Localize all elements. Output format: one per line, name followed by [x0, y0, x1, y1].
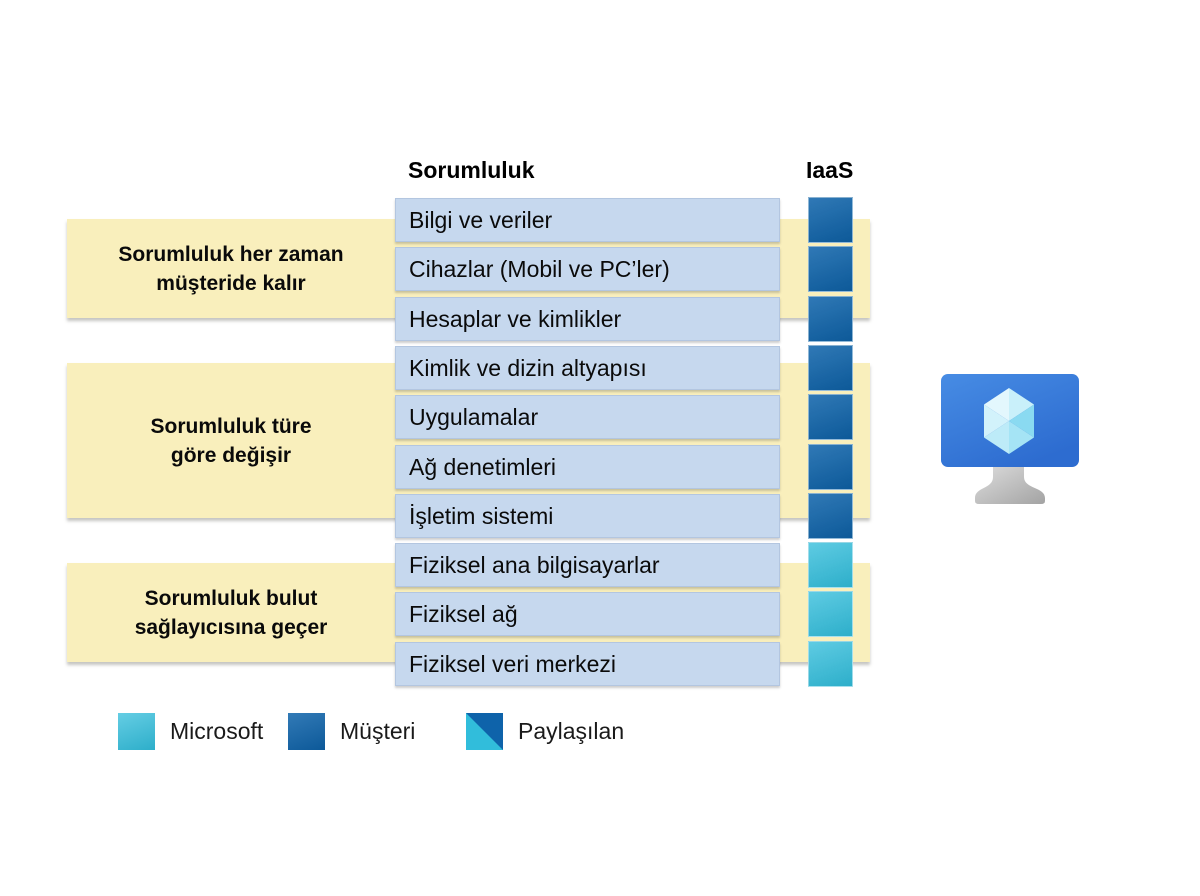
legend-label: Paylaşılan	[518, 717, 625, 744]
legend-item-customer: Müşteri	[288, 712, 415, 750]
cube-icon	[984, 388, 1034, 454]
responsibility-row-label: Fiziksel veri merkezi	[409, 650, 617, 677]
responsibility-row-label: Cihazlar (Mobil ve PC’ler)	[409, 255, 670, 282]
legend-label: Microsoft	[170, 717, 264, 744]
responsibility-row-label: Fiziksel ana bilgisayarlar	[409, 551, 660, 578]
responsibility-row: İşletim sistemi	[395, 494, 780, 538]
customer-swatch-icon	[288, 712, 325, 750]
responsibility-row-label: Hesaplar ve kimlikler	[409, 305, 622, 332]
responsibility-group-label: Sorumluluk bulut sağlayıcısına geçer	[134, 586, 328, 639]
virtual-machine-icon	[941, 374, 1079, 504]
monitor-stand-shape	[975, 465, 1045, 504]
responsibility-group-label: Sorumluluk türe göre değişir	[150, 414, 312, 467]
legend-item-microsoft: Microsoft	[118, 712, 263, 750]
responsibility-row-label: Ağ denetimleri	[409, 453, 557, 480]
responsibility-group-label: Sorumluluk her zaman müşteride kalır	[118, 242, 344, 295]
iaas-cell-customer	[808, 444, 853, 490]
responsibility-row-label: Kimlik ve dizin altyapısı	[409, 354, 647, 381]
responsibility-row-label: İşletim sistemi	[409, 502, 554, 529]
iaas-cell-customer	[808, 197, 853, 243]
responsibility-row-label: Uygulamalar	[409, 403, 539, 430]
iaas-cell-microsoft	[808, 542, 853, 588]
responsibility-row: Cihazlar (Mobil ve PC’ler)	[395, 247, 780, 291]
iaas-cell-microsoft	[808, 591, 853, 637]
responsibility-row: Ağ denetimleri	[395, 445, 780, 489]
iaas-cell-customer	[808, 394, 853, 440]
iaas-column-header: IaaS	[806, 157, 854, 183]
responsibility-row: Bilgi ve veriler	[395, 198, 780, 242]
responsibility-row-label: Fiziksel ağ	[409, 600, 518, 627]
responsibility-row: Fiziksel veri merkezi	[395, 642, 780, 686]
shared-swatch-icon	[466, 712, 503, 750]
iaas-cell-microsoft	[808, 641, 853, 687]
responsibility-column-header: Sorumluluk	[408, 157, 535, 183]
microsoft-swatch-icon	[118, 712, 155, 750]
responsibility-row-label: Bilgi ve veriler	[409, 206, 553, 233]
iaas-cell-customer	[808, 296, 853, 342]
responsibility-row: Hesaplar ve kimlikler	[395, 297, 780, 341]
responsibility-row: Uygulamalar	[395, 395, 780, 439]
legend-item-shared: Paylaşılan	[466, 712, 624, 750]
responsibility-row: Kimlik ve dizin altyapısı	[395, 346, 780, 390]
iaas-cell-customer	[808, 246, 853, 292]
responsibility-row: Fiziksel ana bilgisayarlar	[395, 543, 780, 587]
iaas-cell-customer	[808, 493, 853, 539]
iaas-cell-customer	[808, 345, 853, 391]
legend-label: Müşteri	[340, 717, 416, 744]
responsibility-row: Fiziksel ağ	[395, 592, 780, 636]
